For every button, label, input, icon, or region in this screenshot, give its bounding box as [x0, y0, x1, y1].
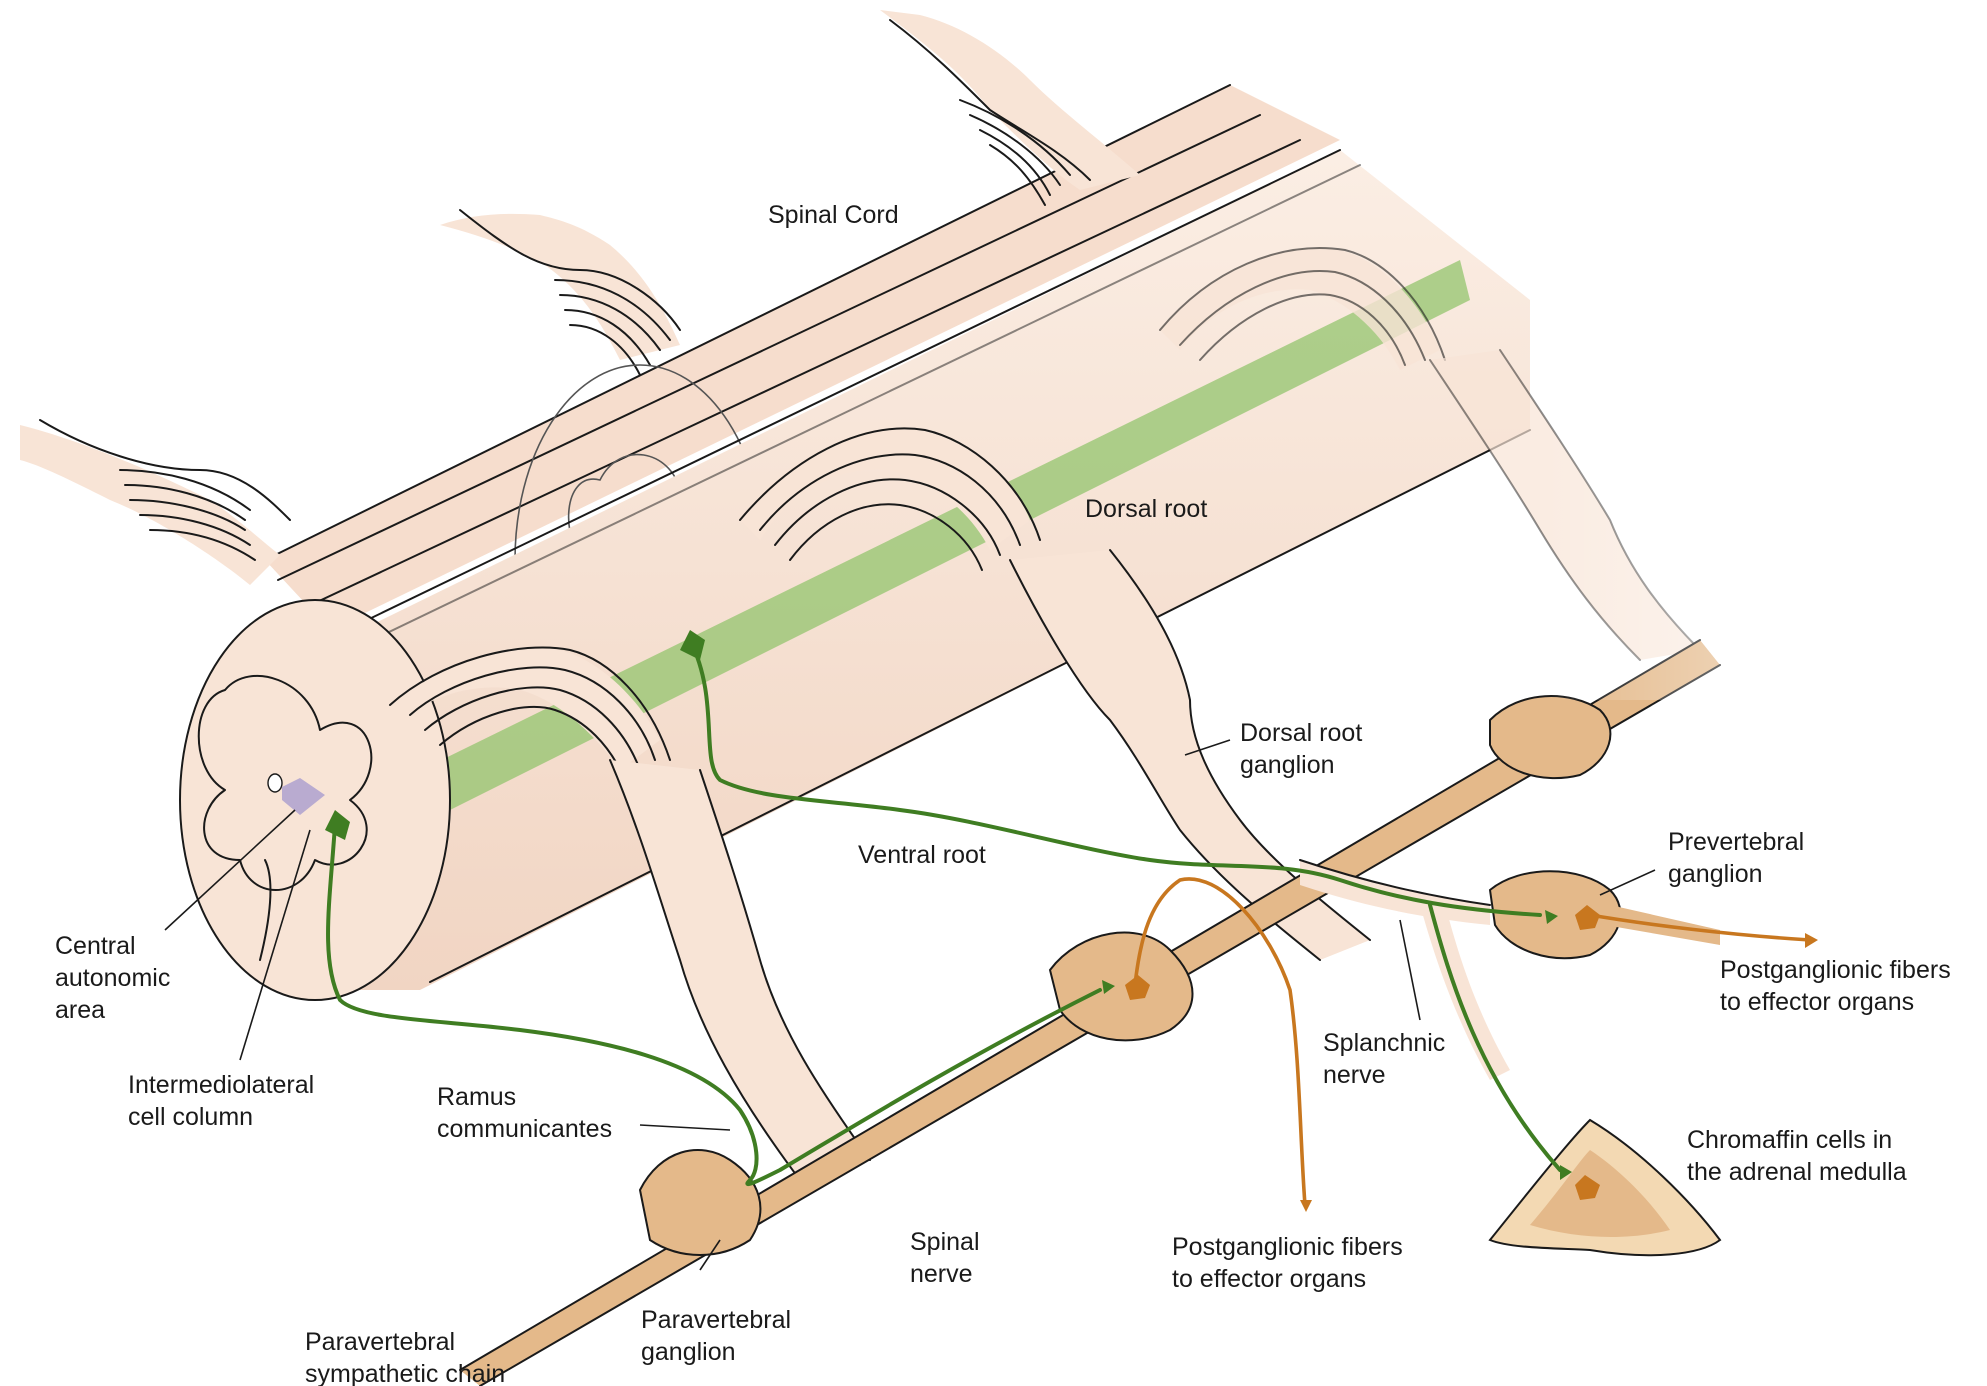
labels: Spinal Cord Dorsal root Dorsal root gang… — [55, 201, 1951, 1386]
adrenal-gland — [1488, 1118, 1722, 1257]
label-drg-line1: Dorsal root — [1240, 719, 1362, 747]
label-paravertebral-chain-line1: Paravertebral — [305, 1328, 455, 1356]
label-paravertebral-chain-line2: sympathetic chain — [305, 1360, 505, 1386]
paravertebral-ganglion-shape-2 — [1048, 931, 1194, 1042]
label-intermediolateral-line1: Intermediolateral — [128, 1071, 314, 1099]
neuron-soma-icon — [1575, 1175, 1600, 1200]
label-dorsal-root: Dorsal root — [1085, 495, 1207, 523]
label-central-line3: area — [55, 996, 105, 1024]
cord-cross-section — [179, 599, 451, 1001]
fade-overlay — [1000, 0, 1987, 700]
chain-ganglion-shape-3 — [1489, 695, 1612, 780]
label-splanchnic-line1: Splanchnic — [1323, 1029, 1445, 1057]
neuron-soma-icon — [1125, 975, 1150, 1000]
label-postganglionic-bottom-line2: to effector organs — [1172, 1265, 1366, 1293]
label-central-line2: autonomic — [55, 964, 170, 992]
neuron-soma-icon — [680, 630, 705, 660]
label-spinal-nerve-line1: Spinal — [910, 1228, 980, 1256]
label-chromaffin-line1: Chromaffin cells in — [1687, 1126, 1892, 1154]
label-postganglionic-bottom-line1: Postganglionic fibers — [1172, 1233, 1403, 1261]
label-ramus-line1: Ramus — [437, 1083, 516, 1111]
neuron-soma-icon — [1575, 905, 1600, 930]
label-ramus-line2: communicantes — [437, 1115, 612, 1143]
axon-terminal-icon — [1805, 933, 1818, 948]
label-spinal-nerve-line2: nerve — [910, 1260, 973, 1288]
axon-terminal-icon — [1545, 910, 1558, 924]
postganglionic-fibers — [1133, 877, 1812, 1207]
label-prevertebral-line1: Prevertebral — [1668, 828, 1804, 856]
neuron-somata — [325, 630, 1818, 1212]
axon-terminal-icon — [1300, 1200, 1312, 1212]
label-drg-line2: ganglion — [1240, 751, 1335, 779]
label-chromaffin-line2: the adrenal medulla — [1687, 1158, 1907, 1186]
leader-lines — [164, 739, 1656, 1271]
label-intermediolateral-line2: cell column — [128, 1103, 253, 1131]
axon-terminal-icon — [1560, 1165, 1572, 1180]
label-postganglionic-right-line1: Postganglionic fibers — [1720, 956, 1951, 984]
label-paravertebral-ganglion-line1: Paravertebral — [641, 1306, 791, 1334]
label-spinal-cord: Spinal Cord — [768, 201, 899, 229]
label-central-line1: Central — [55, 932, 136, 960]
label-ventral-root: Ventral root — [858, 841, 986, 869]
label-paravertebral-ganglion-line2: ganglion — [641, 1338, 736, 1366]
central-autonomic-area-shape — [282, 778, 325, 815]
neuron-soma-icon — [325, 810, 350, 840]
sympathetic-chain — [459, 639, 1721, 1386]
label-prevertebral-line2: ganglion — [1668, 860, 1763, 888]
axon-terminal-icon — [1102, 980, 1115, 994]
paravertebral-ganglion-shape — [638, 1149, 762, 1256]
preganglionic-fibers — [326, 638, 1562, 1187]
label-splanchnic-line2: nerve — [1323, 1061, 1386, 1089]
label-postganglionic-right-line2: to effector organs — [1720, 988, 1914, 1016]
